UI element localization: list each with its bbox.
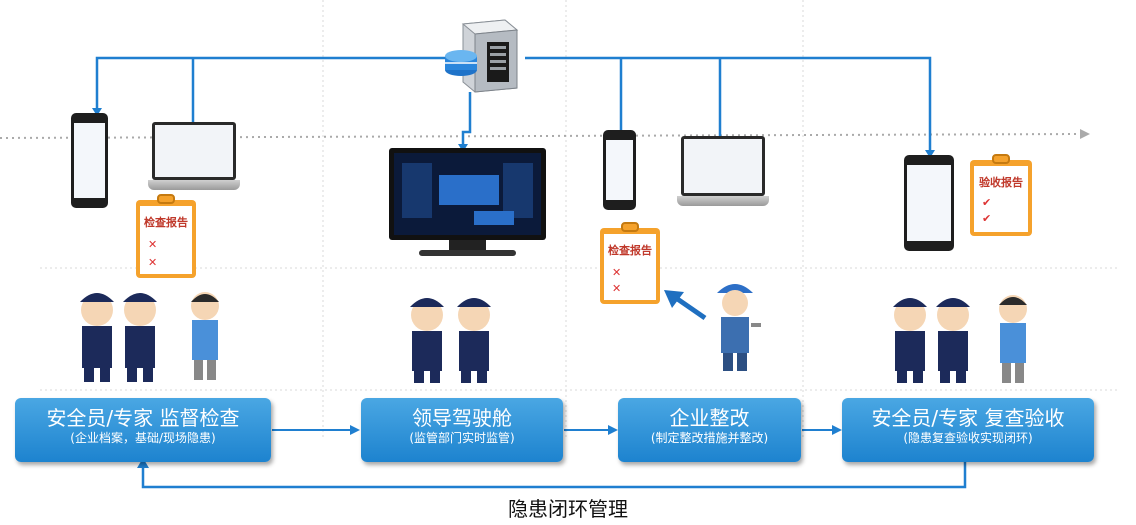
server-icon: [445, 19, 519, 93]
stage-subtitle: (企业档案，基础/现场隐患): [70, 431, 216, 445]
loop-label: 隐患闭环管理: [508, 497, 628, 521]
mobile-phone-icon: [904, 155, 954, 251]
acceptance-report-icon: 验收报告 ✔ ✔: [970, 154, 1032, 236]
monitor-dashboard-icon: [389, 148, 546, 258]
laptop-icon: [148, 122, 240, 194]
stage-review-acceptance-box: 安全员/专家 复查验收 (隐患复查验收实现闭环): [842, 398, 1094, 462]
stage-enterprise-rectification-box: 企业整改 (制定整改措施并整改): [618, 398, 801, 462]
inspection-report-icon: 检查报告 ✕ ✕: [136, 194, 196, 278]
stage-leadership-cockpit-box: 领导驾驶舱 (监管部门实时监管): [361, 398, 563, 462]
officers-group-icon: [410, 298, 491, 383]
mobile-phone-icon: [71, 113, 108, 208]
loop-line: [141, 462, 967, 489]
laptop-icon: [677, 136, 769, 210]
inspection-report-icon: 检查报告 ✕ ✕: [600, 222, 660, 304]
stage-title: 领导驾驶舱: [412, 406, 512, 430]
worker-icon: [717, 284, 761, 371]
inspectors-group-icon: [893, 295, 1027, 383]
worker-arrow: [664, 290, 707, 321]
stage-inspection-box: 安全员/专家 监督检查 (企业档案，基础/现场隐患): [15, 398, 271, 462]
stage-subtitle: (制定整改措施并整改): [650, 431, 769, 445]
stage-subtitle: (监管部门实时监管): [409, 431, 515, 445]
stage-title: 安全员/专家 复查验收: [871, 406, 1065, 430]
stage-title: 企业整改: [669, 406, 750, 430]
inspectors-group-icon: [80, 292, 219, 382]
stage-subtitle: (隐患复查验收实现闭环): [903, 431, 1033, 445]
stage-title: 安全员/专家 监督检查: [46, 406, 240, 430]
mobile-phone-icon: [603, 130, 636, 210]
